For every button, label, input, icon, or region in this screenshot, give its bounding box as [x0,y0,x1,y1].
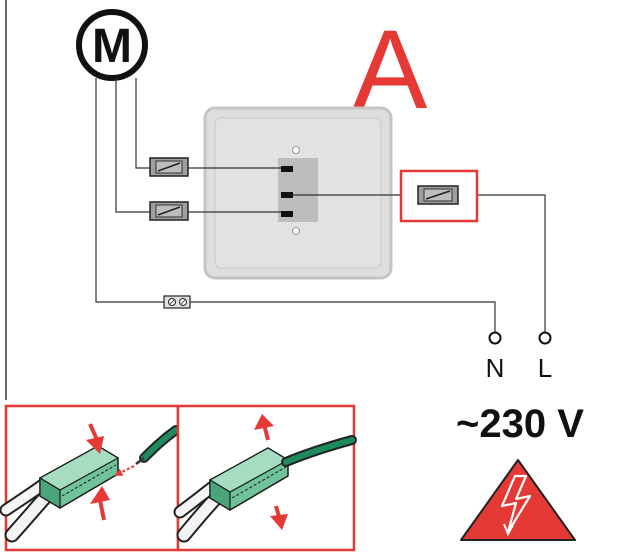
wire-connector-top [149,157,189,177]
wire-connector-middle [149,201,189,221]
instruction-panel-release [173,404,357,552]
high-voltage-warning-icon [460,459,576,541]
motor-symbol: M [76,9,148,81]
terminal-l-label: L [538,353,552,383]
switch-box [203,106,393,280]
wires [95,78,546,332]
instruction-panel-insert [0,404,181,552]
terminal-l: L [538,331,552,383]
motor-label: M [92,20,132,73]
highlighted-connector [399,169,479,223]
terminal-block [163,295,191,309]
terminal-n: N [486,331,505,383]
voltage-label: ~230 V [456,402,584,446]
terminal-n-label: N [486,353,505,383]
